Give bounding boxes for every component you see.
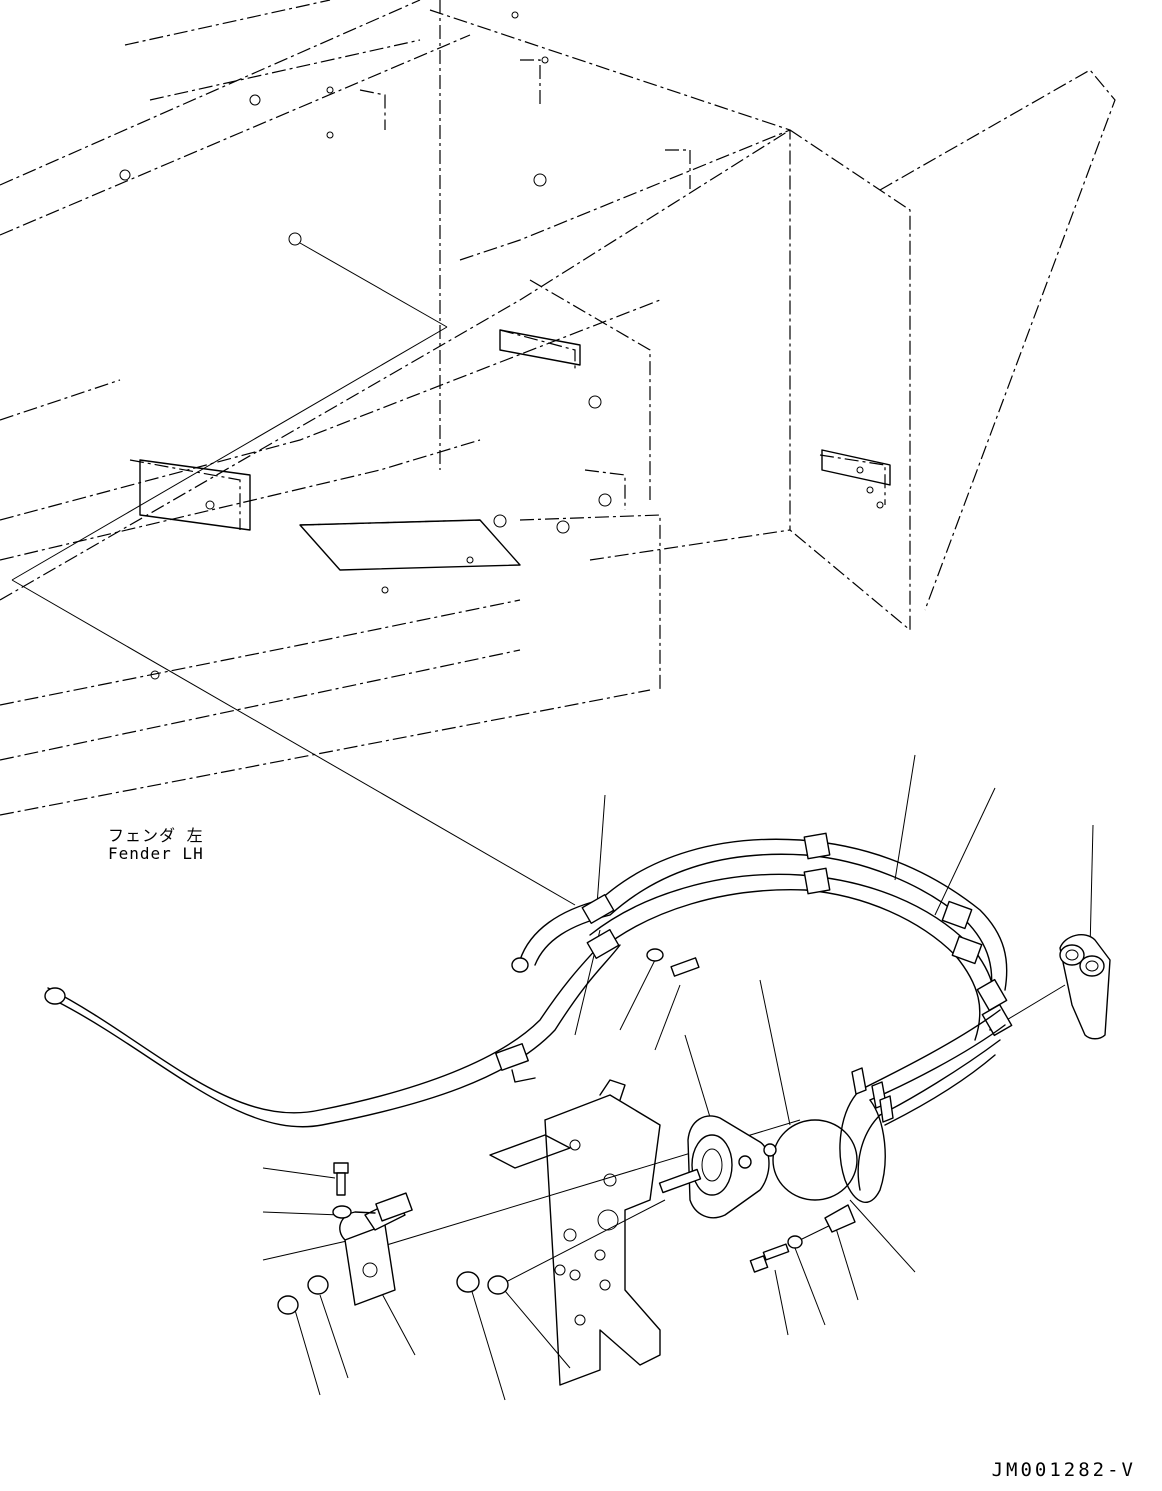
fender-lh-outline [139, 329, 891, 571]
frame-phantom-outline [0, 0, 1116, 816]
fender-label-japanese: フェンダ 左 [108, 826, 204, 845]
terminal-cover [1059, 934, 1111, 1040]
battery-cable-upper [511, 832, 1013, 1041]
fender-label-english: Fender LH [108, 844, 204, 863]
hardware-fasteners [277, 948, 856, 1315]
drawing-number: JM001282-V [991, 1459, 1136, 1481]
connector-bracket [339, 1192, 413, 1306]
battery-cable-long [44, 929, 621, 1128]
mounting-bracket [489, 1079, 661, 1386]
battery-cable-switch [772, 1009, 1006, 1203]
battery-disconnect-switch [658, 1115, 777, 1219]
